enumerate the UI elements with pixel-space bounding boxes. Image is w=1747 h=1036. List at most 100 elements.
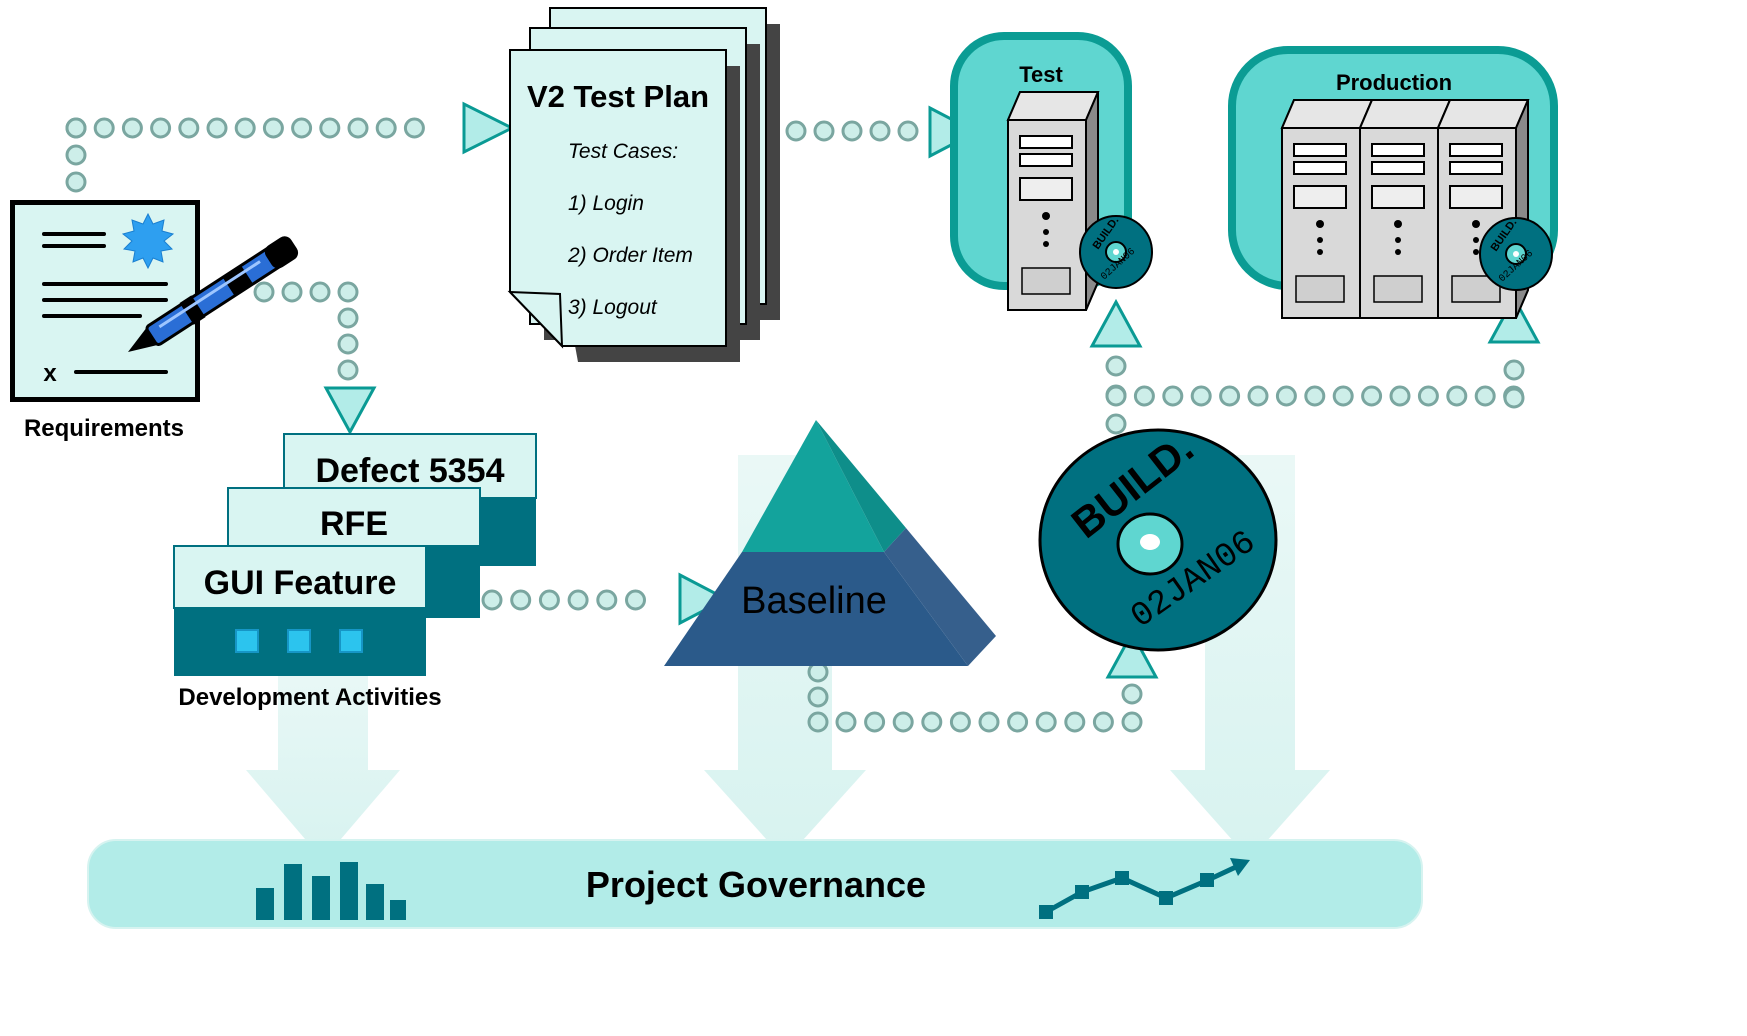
production-env-label: Production: [1336, 70, 1452, 95]
server-icon: [1281, 99, 1373, 319]
server-icon: [1359, 99, 1451, 319]
test-case-item: 3) Logout: [568, 296, 658, 319]
test-build-disc: BUILD. 02JAN06: [1079, 215, 1153, 289]
connector-dot: [978, 711, 1000, 733]
connector-dot: [807, 711, 829, 733]
gui-feature-card-label: GUI Feature: [204, 564, 397, 602]
connector-dot: [206, 117, 228, 139]
connector-dot: [567, 589, 589, 611]
connector-dot: [1162, 385, 1184, 407]
dev-activity-cards: [173, 433, 537, 676]
requirements-label: Requirements: [24, 415, 184, 442]
connector-dot: [65, 171, 87, 193]
connector-dot: [1064, 711, 1086, 733]
connector-dot: [1007, 711, 1029, 733]
connector-dot: [1092, 711, 1114, 733]
pen-icon: [128, 236, 299, 352]
connector-dot: [1417, 385, 1439, 407]
test-cases-heading: Test Cases:: [568, 140, 678, 163]
connector-dot: [1474, 385, 1496, 407]
connector-dot: [1121, 711, 1143, 733]
baseline-pyramid: [664, 420, 996, 666]
connector-dot: [319, 117, 341, 139]
arrow-icon: [462, 101, 516, 155]
signature-x: x: [43, 360, 57, 387]
connector-dot: [375, 117, 397, 139]
connector-dot: [1275, 385, 1297, 407]
connector-dot: [538, 589, 560, 611]
connector-dot: [281, 281, 303, 303]
connector-dot: [1219, 385, 1241, 407]
connector-dot: [178, 117, 200, 139]
connector-dot: [1035, 711, 1057, 733]
connector-dot: [234, 117, 256, 139]
arrow-icon: [1105, 629, 1159, 679]
connector-dot: [1503, 387, 1525, 409]
connector-dot: [1361, 385, 1383, 407]
arrow-icon: [1089, 298, 1143, 348]
connector-dot: [1304, 385, 1326, 407]
connector-dot: [65, 117, 87, 139]
governance-bar: [87, 839, 1423, 929]
baseline-label: Baseline: [741, 580, 887, 622]
connector-dot: [403, 117, 425, 139]
connector-dot: [337, 281, 359, 303]
connector-dot: [291, 117, 313, 139]
trend-line-icon: [1039, 858, 1250, 919]
connector-dot: [1247, 385, 1269, 407]
connector-dot: [1190, 385, 1212, 407]
connector-dot: [253, 281, 275, 303]
connector-dot: [864, 711, 886, 733]
connector-dot: [785, 120, 807, 142]
production-build-disc: BUILD. 02JAN06: [1479, 217, 1553, 291]
connector-dot: [1503, 359, 1525, 381]
test-case-item: 2) Order Item: [567, 244, 693, 267]
connector-dot: [813, 120, 835, 142]
test-env-label: Test: [1019, 62, 1063, 87]
connector-dot: [841, 120, 863, 142]
connector-dot: [337, 307, 359, 329]
connector-dot: [337, 333, 359, 355]
connector-dot: [897, 120, 919, 142]
dev-activities-label: Development Activities: [178, 684, 441, 711]
connector-dot: [1105, 355, 1127, 377]
rfe-card-label: RFE: [320, 505, 388, 543]
test-case-item: 1) Login: [568, 192, 644, 215]
connector-dot: [1446, 385, 1468, 407]
connector-dot: [1105, 385, 1127, 407]
connector-dot: [1133, 385, 1155, 407]
connector-dot: [150, 117, 172, 139]
bar-chart-icon: [256, 862, 406, 920]
connector-dot: [65, 144, 87, 166]
seal-icon: [121, 212, 175, 270]
connector-dot: [93, 117, 115, 139]
connector-dot: [596, 589, 618, 611]
connector-dot: [309, 281, 331, 303]
connector-dot: [347, 117, 369, 139]
requirements-document: x: [10, 200, 200, 402]
connector-dot: [835, 711, 857, 733]
governance-label: Project Governance: [586, 864, 926, 905]
connector-dot: [921, 711, 943, 733]
connector-dot: [510, 589, 532, 611]
arrow-icon: [323, 386, 377, 436]
connector-dot: [481, 589, 503, 611]
test-plan-document: [507, 7, 780, 362]
connector-dot: [807, 686, 829, 708]
server-icon: [1007, 91, 1099, 311]
connector-dot: [1389, 385, 1411, 407]
test-environment: [950, 32, 1132, 311]
production-environment: [1228, 46, 1558, 319]
dotted-connectors: [65, 117, 1525, 733]
connector-dot: [121, 117, 143, 139]
defect-card-label: Defect 5354: [315, 452, 504, 490]
connector-dot: [337, 359, 359, 381]
connector-dot: [1105, 413, 1127, 435]
connector-dot: [262, 117, 284, 139]
connector-dot: [1121, 683, 1143, 705]
connector-dot: [1332, 385, 1354, 407]
connector-dot: [625, 589, 646, 611]
gui-feature-card: [173, 545, 427, 676]
connector-dot: [869, 120, 891, 142]
